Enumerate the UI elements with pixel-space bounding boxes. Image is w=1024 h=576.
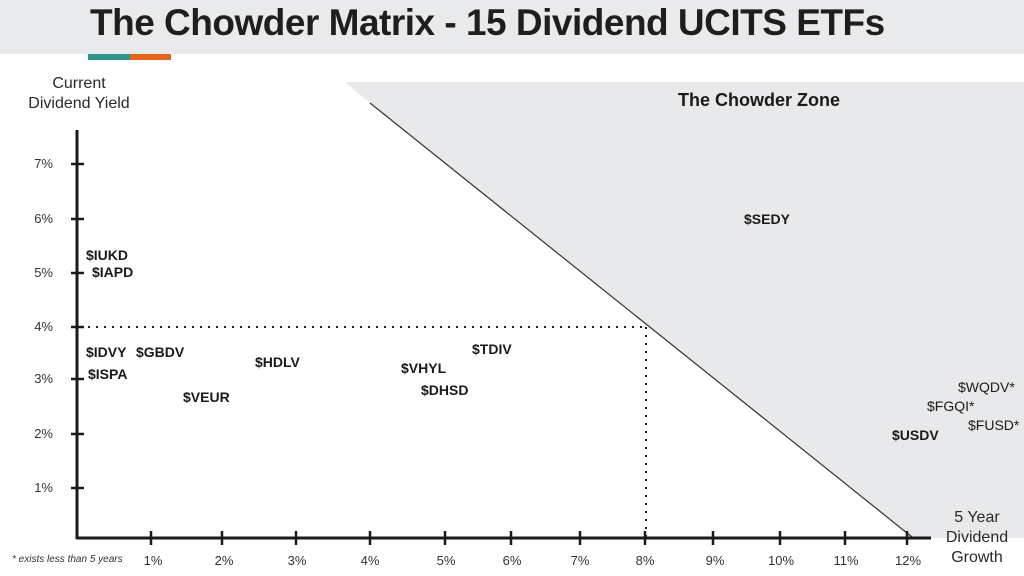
y-tick-label: 6% bbox=[34, 211, 53, 226]
etf-label-sedy: $SEDY bbox=[744, 211, 790, 227]
x-tick-label: 1% bbox=[143, 553, 163, 568]
chart-title: The Chowder Matrix - 15 Dividend UCITS E… bbox=[90, 2, 885, 43]
chowder-zone-title: The Chowder Zone bbox=[678, 90, 840, 110]
y-tick-label: 2% bbox=[34, 426, 53, 441]
x-ticks bbox=[149, 531, 909, 545]
y-axis-title: Current Dividend Yield bbox=[14, 74, 144, 114]
y-tick-label: 1% bbox=[34, 480, 53, 495]
y-tick-label: 7% bbox=[34, 156, 53, 171]
y-ticks bbox=[71, 162, 84, 490]
y-axis-title-line2: Dividend Yield bbox=[28, 95, 130, 112]
x-tick-label: 8% bbox=[635, 553, 655, 568]
etf-label-idvy: $IDVY bbox=[86, 344, 127, 360]
x-tick-label: 12% bbox=[894, 553, 922, 568]
x-axis-title-line1: 5 Year bbox=[954, 509, 1000, 526]
x-axis-title-line2: Dividend bbox=[945, 529, 1009, 546]
x-tick-label: 7% bbox=[570, 553, 590, 568]
etf-label-iapd: $IAPD bbox=[92, 264, 134, 280]
x-axis-title-line3: Growth bbox=[951, 549, 1003, 566]
x-tick-label: 5% bbox=[436, 553, 456, 568]
footnote: * exists less than 5 years bbox=[12, 554, 123, 565]
etf-label-wqdv: $WQDV* bbox=[958, 379, 1015, 395]
etf-label-hdlv: $HDLV bbox=[255, 354, 300, 370]
title-bar: The Chowder Matrix - 15 Dividend UCITS E… bbox=[0, 0, 1024, 54]
x-tick-label: 3% bbox=[287, 553, 307, 568]
etf-label-fusd: $FUSD* bbox=[968, 417, 1020, 433]
etf-label-tdiv: $TDIV bbox=[472, 341, 512, 357]
x-tick-label: 10% bbox=[767, 553, 795, 568]
y-axis-title-line1: Current bbox=[52, 75, 106, 92]
y-tick-label: 5% bbox=[34, 265, 53, 280]
x-tick-label: 6% bbox=[502, 553, 522, 568]
etf-label-usdv: $USDV bbox=[892, 427, 939, 443]
chowder-zone bbox=[345, 82, 1024, 538]
etf-label-veur: $VEUR bbox=[183, 389, 230, 405]
x-tick-label: 2% bbox=[214, 553, 234, 568]
y-tick-label: 3% bbox=[34, 371, 53, 386]
etf-label-vhyl: $VHYL bbox=[401, 360, 447, 376]
etf-label-ispa: $ISPA bbox=[88, 366, 128, 382]
x-tick-label: 4% bbox=[360, 553, 380, 568]
chowder-boundary-line bbox=[369, 102, 913, 538]
etf-label-dhsd: $DHSD bbox=[421, 382, 469, 398]
accent-bar-orange bbox=[130, 54, 171, 60]
etf-label-gbdv: $GBDV bbox=[136, 344, 185, 360]
etf-label-iukd: $IUKD bbox=[86, 247, 129, 263]
y-tick-label: 4% bbox=[34, 319, 53, 334]
etf-label-fgqi: $FGQI* bbox=[927, 398, 975, 414]
accent-bar-teal bbox=[88, 54, 130, 60]
x-tick-label: 11% bbox=[833, 553, 859, 568]
x-tick-label: 9% bbox=[705, 553, 725, 568]
x-axis-title: 5 Year Dividend Growth bbox=[930, 508, 1024, 568]
